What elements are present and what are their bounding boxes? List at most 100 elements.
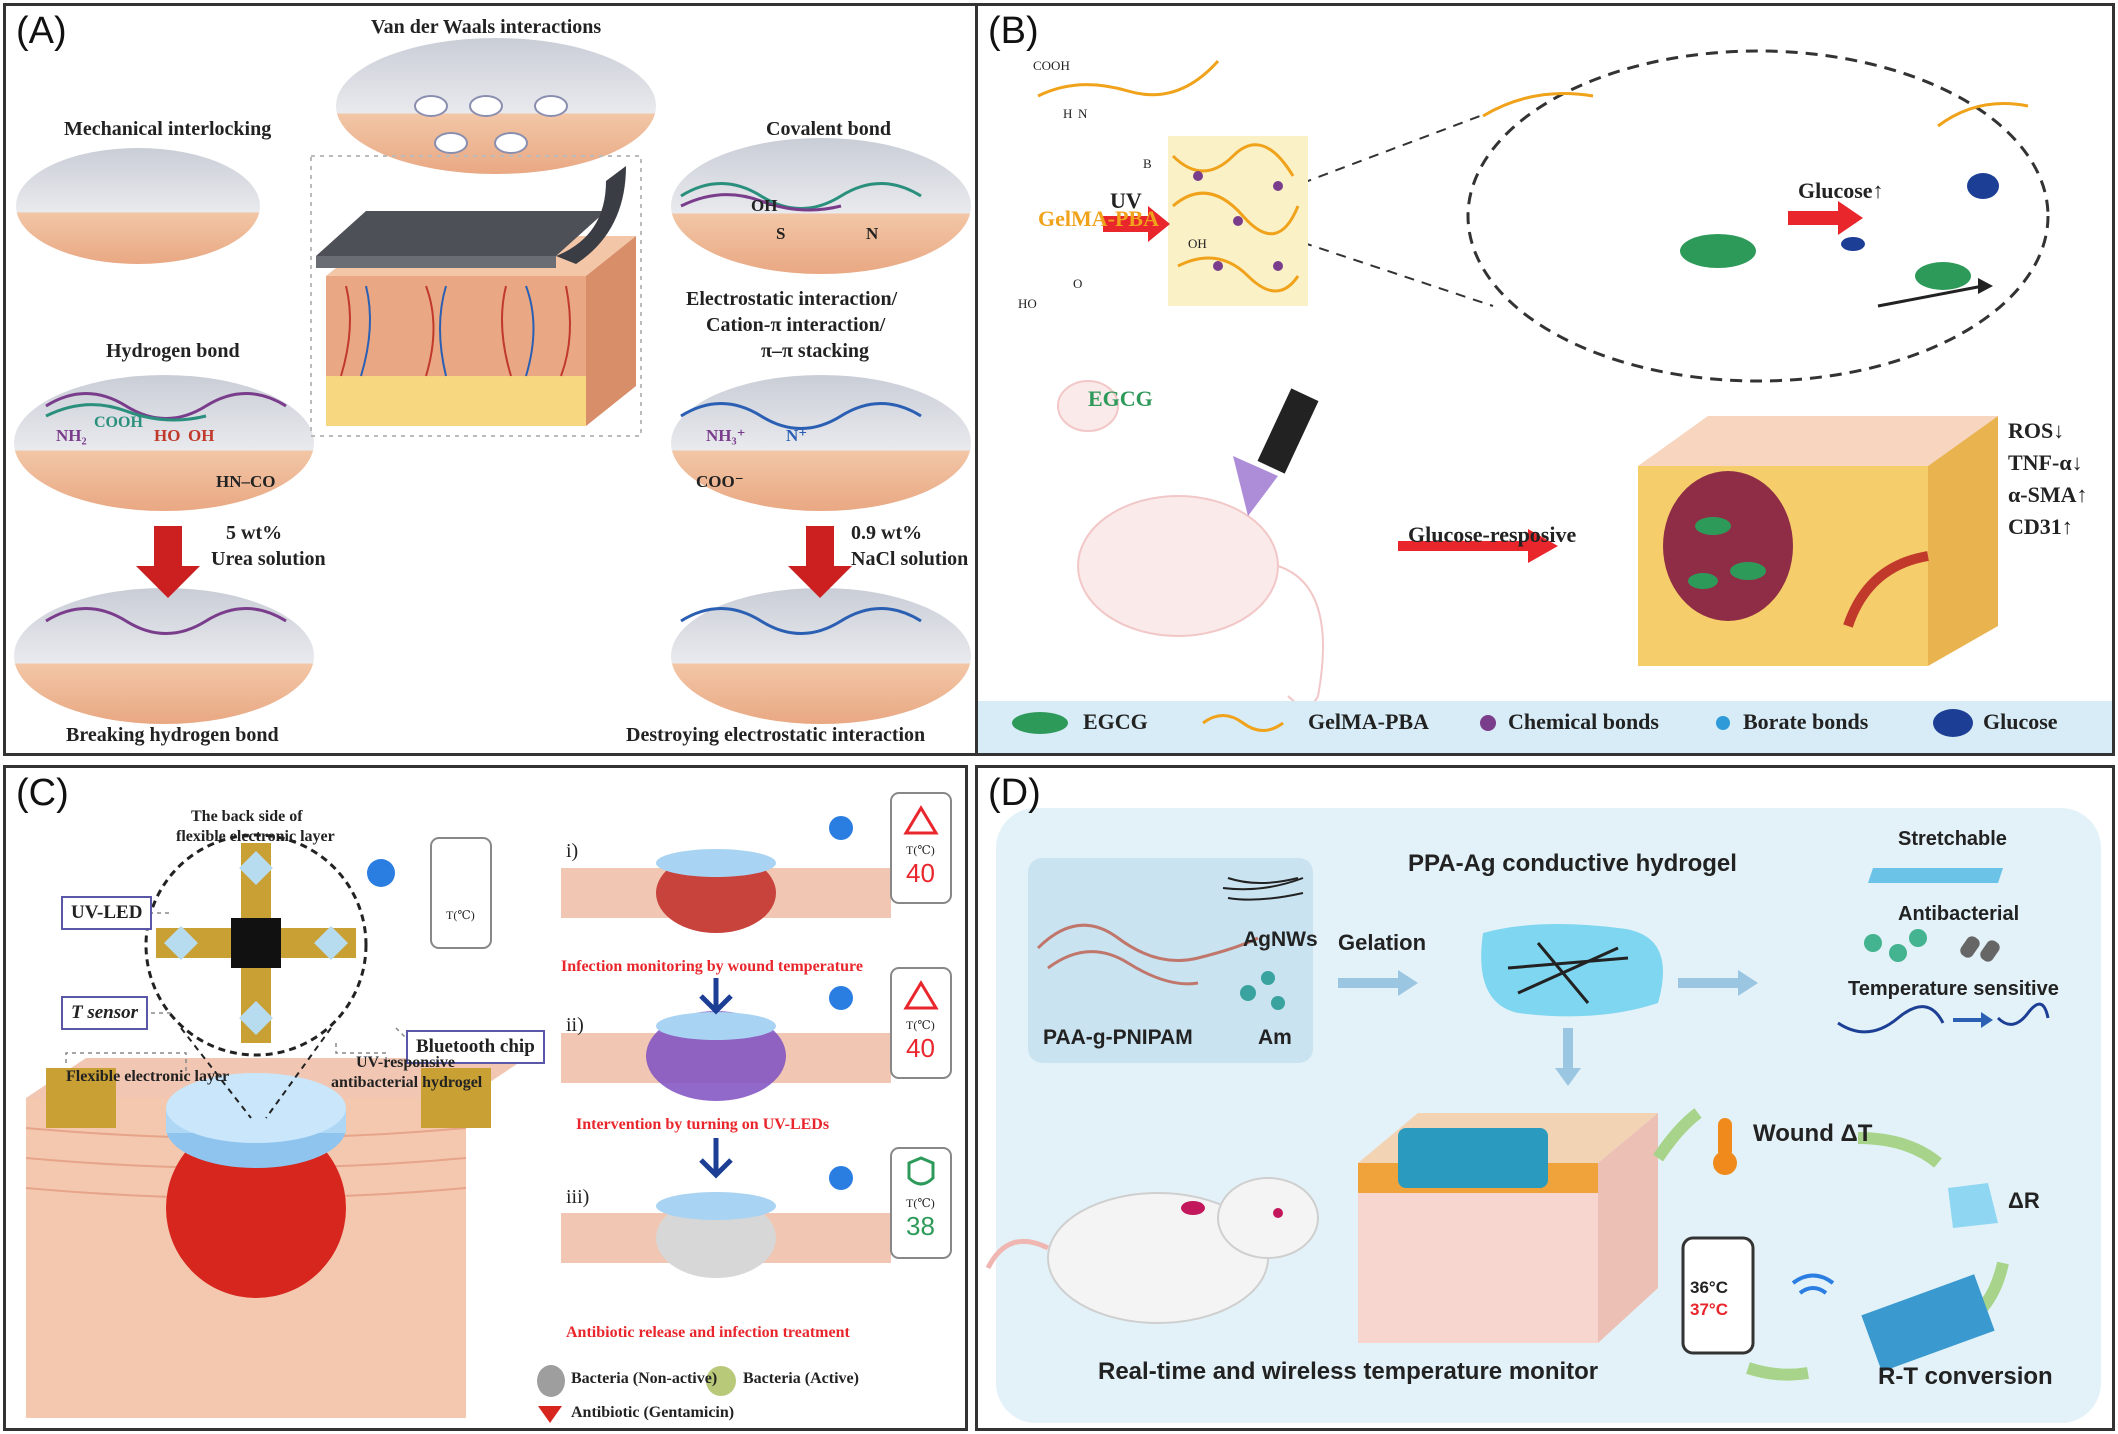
main-wound	[166, 1118, 346, 1298]
chem-s: S	[776, 224, 786, 243]
outcome-ros: ROS↓	[2008, 418, 2065, 443]
breaking-caption: Breaking hydrogen bond	[66, 724, 279, 746]
uv-label: UV	[1110, 188, 1142, 213]
vdw-title: Van der Waals interactions	[371, 16, 602, 38]
chem-coo: COO⁻	[696, 472, 744, 491]
electrostatic-title-3: π–π stacking	[761, 340, 870, 362]
rt-conversion-label: R-T conversion	[1878, 1363, 2053, 1390]
phone-step-3	[890, 1147, 952, 1259]
chem-n-plus: N⁺	[786, 426, 808, 445]
chem-ho: HO	[154, 426, 181, 445]
gelation-label: Gelation	[1338, 930, 1427, 955]
agnws-label: AgNWs	[1243, 928, 1318, 951]
stretchable-label: Stretchable	[1898, 828, 2007, 850]
covalent-title: Covalent bond	[766, 118, 892, 140]
legend-borate-bonds: Borate bonds	[1743, 709, 1869, 734]
chem-b-b: B	[1143, 156, 1152, 171]
step-ii: ii)	[566, 1014, 584, 1036]
uv-hydrogel-2: antibacterial hydrogel	[331, 1074, 483, 1091]
back-side-2: flexible electronic layer	[176, 828, 335, 845]
panel-c: (C) The back side of flexible electronic…	[3, 765, 968, 1431]
outcome-tnf: TNF-α↓	[2008, 450, 2083, 475]
chem-ho-b: HO	[1018, 296, 1037, 311]
electrostatic-title-1: Electrostatic interaction/	[686, 288, 898, 310]
step-i: i)	[566, 840, 579, 862]
panel-c-label: (C)	[16, 772, 69, 814]
flexible-layer-label: Flexible electronic layer	[66, 1068, 230, 1085]
panel-c-graphic	[25, 792, 952, 1423]
panel-a: (A) Van der Waals interactions Mechanica…	[3, 3, 978, 756]
phone-main	[430, 837, 492, 949]
bluetooth-chip-box: Bluetooth chip	[406, 1030, 545, 1064]
chem-n-b: N	[1078, 106, 1088, 121]
t-sensor-box: T sensor	[61, 996, 149, 1030]
step-illustrations	[561, 849, 891, 1278]
chem-o-b: O	[1073, 276, 1083, 291]
legend-antibiotic: Antibiotic (Gentamicin)	[571, 1404, 735, 1421]
outcome-sma: α-SMA↑	[2008, 482, 2088, 507]
chem-n: N	[866, 224, 879, 243]
phone-unit-main: T(℃)	[446, 908, 475, 922]
destroying-caption: Destroying electrostatic interaction	[626, 724, 926, 746]
chem-oh-b: OH	[1188, 236, 1207, 251]
temp-step-1: 40	[906, 858, 935, 888]
uv-led-box: UV-LED	[61, 896, 153, 930]
chem-nh3: NH₃⁺	[706, 426, 746, 445]
temp-37: 37°C	[1690, 1300, 1728, 1319]
mechanical-ellipse	[16, 148, 260, 264]
legend-bar	[978, 701, 2112, 753]
phone-step-1	[890, 792, 952, 904]
panel-b-label: (B)	[988, 10, 1039, 52]
wound-dt-label: Wound ΔT	[1753, 1120, 1873, 1147]
chem-hn-co: HN–CO	[216, 472, 276, 491]
hydrogel-title: PPA-Ag conductive hydrogel	[1408, 850, 1737, 877]
glucose-responsive-label: Glucose-resposive	[1408, 522, 1577, 547]
gelma-label: GelMA-PBA	[1038, 206, 1159, 231]
paa-pnipam-label: PAA-g-PNIPAM	[1043, 1026, 1193, 1049]
panel-b-graphic	[978, 49, 2112, 753]
uv-hydrogel-1: UV-responsive	[356, 1054, 455, 1071]
caption-iii: Antibiotic release and infection treatme…	[566, 1324, 850, 1341]
panel-d-label: (D)	[988, 772, 1041, 814]
legend-active: Bacteria (Active)	[743, 1370, 859, 1387]
chem-oh-covalent: OH	[751, 196, 778, 215]
egcg-label: EGCG	[1088, 386, 1153, 411]
hydrogen-title: Hydrogen bond	[106, 340, 240, 362]
back-side-1: The back side of	[191, 808, 303, 825]
caption-i: Infection monitoring by wound temperatur…	[561, 958, 863, 975]
step-iii: iii)	[566, 1186, 590, 1208]
delta-r-label: ΔR	[2008, 1188, 2040, 1213]
temp-step-3: 38	[906, 1211, 935, 1241]
urea-solution: Urea solution	[211, 548, 326, 570]
phone-unit-3: T(℃)	[906, 1196, 935, 1210]
mechanical-title: Mechanical interlocking	[64, 118, 272, 140]
panel-d: (D) PPA-Ag conductive hydrogel AgNWs Am …	[975, 765, 2115, 1431]
phone-d	[1681, 1236, 1755, 1355]
chem-nh2: NH₂	[56, 426, 87, 445]
outcome-cd31: CD31↑	[2008, 514, 2073, 539]
antibacterial-label: Antibacterial	[1898, 903, 2020, 925]
temp-sensitive-label: Temperature sensitive	[1848, 978, 2059, 1000]
temp-step-2: 40	[906, 1033, 935, 1063]
legend-gelma: GelMA-PBA	[1308, 709, 1429, 734]
legend-glucose: Glucose	[1983, 709, 2058, 734]
phone-unit-1: T(℃)	[906, 843, 935, 857]
phone-step-2	[890, 967, 952, 1079]
monitor-label: Real-time and wireless temperature monit…	[1098, 1358, 1599, 1385]
temp-36: 36°C	[1690, 1278, 1728, 1297]
hydrogen-ellipse	[14, 375, 314, 511]
phone-unit-2: T(℃)	[906, 1018, 935, 1032]
chem-cooh: COOH	[94, 414, 143, 431]
electrostatic-title-2: Cation-π interaction/	[706, 314, 886, 336]
am-label: Am	[1258, 1026, 1292, 1049]
caption-ii: Intervention by turning on UV-LEDs	[576, 1116, 830, 1133]
breaking-ellipse	[14, 588, 314, 724]
destroying-ellipse	[671, 588, 971, 724]
nacl-concentration: 0.9 wt%	[851, 522, 923, 544]
panel-a-label: (A)	[16, 10, 67, 52]
t-sensor-label: T sensor	[71, 1002, 139, 1023]
chem-oh: OH	[188, 426, 215, 445]
chem-h-b: H	[1063, 106, 1073, 121]
urea-concentration: 5 wt%	[226, 522, 283, 544]
zoom-ellipse	[1466, 49, 2050, 383]
